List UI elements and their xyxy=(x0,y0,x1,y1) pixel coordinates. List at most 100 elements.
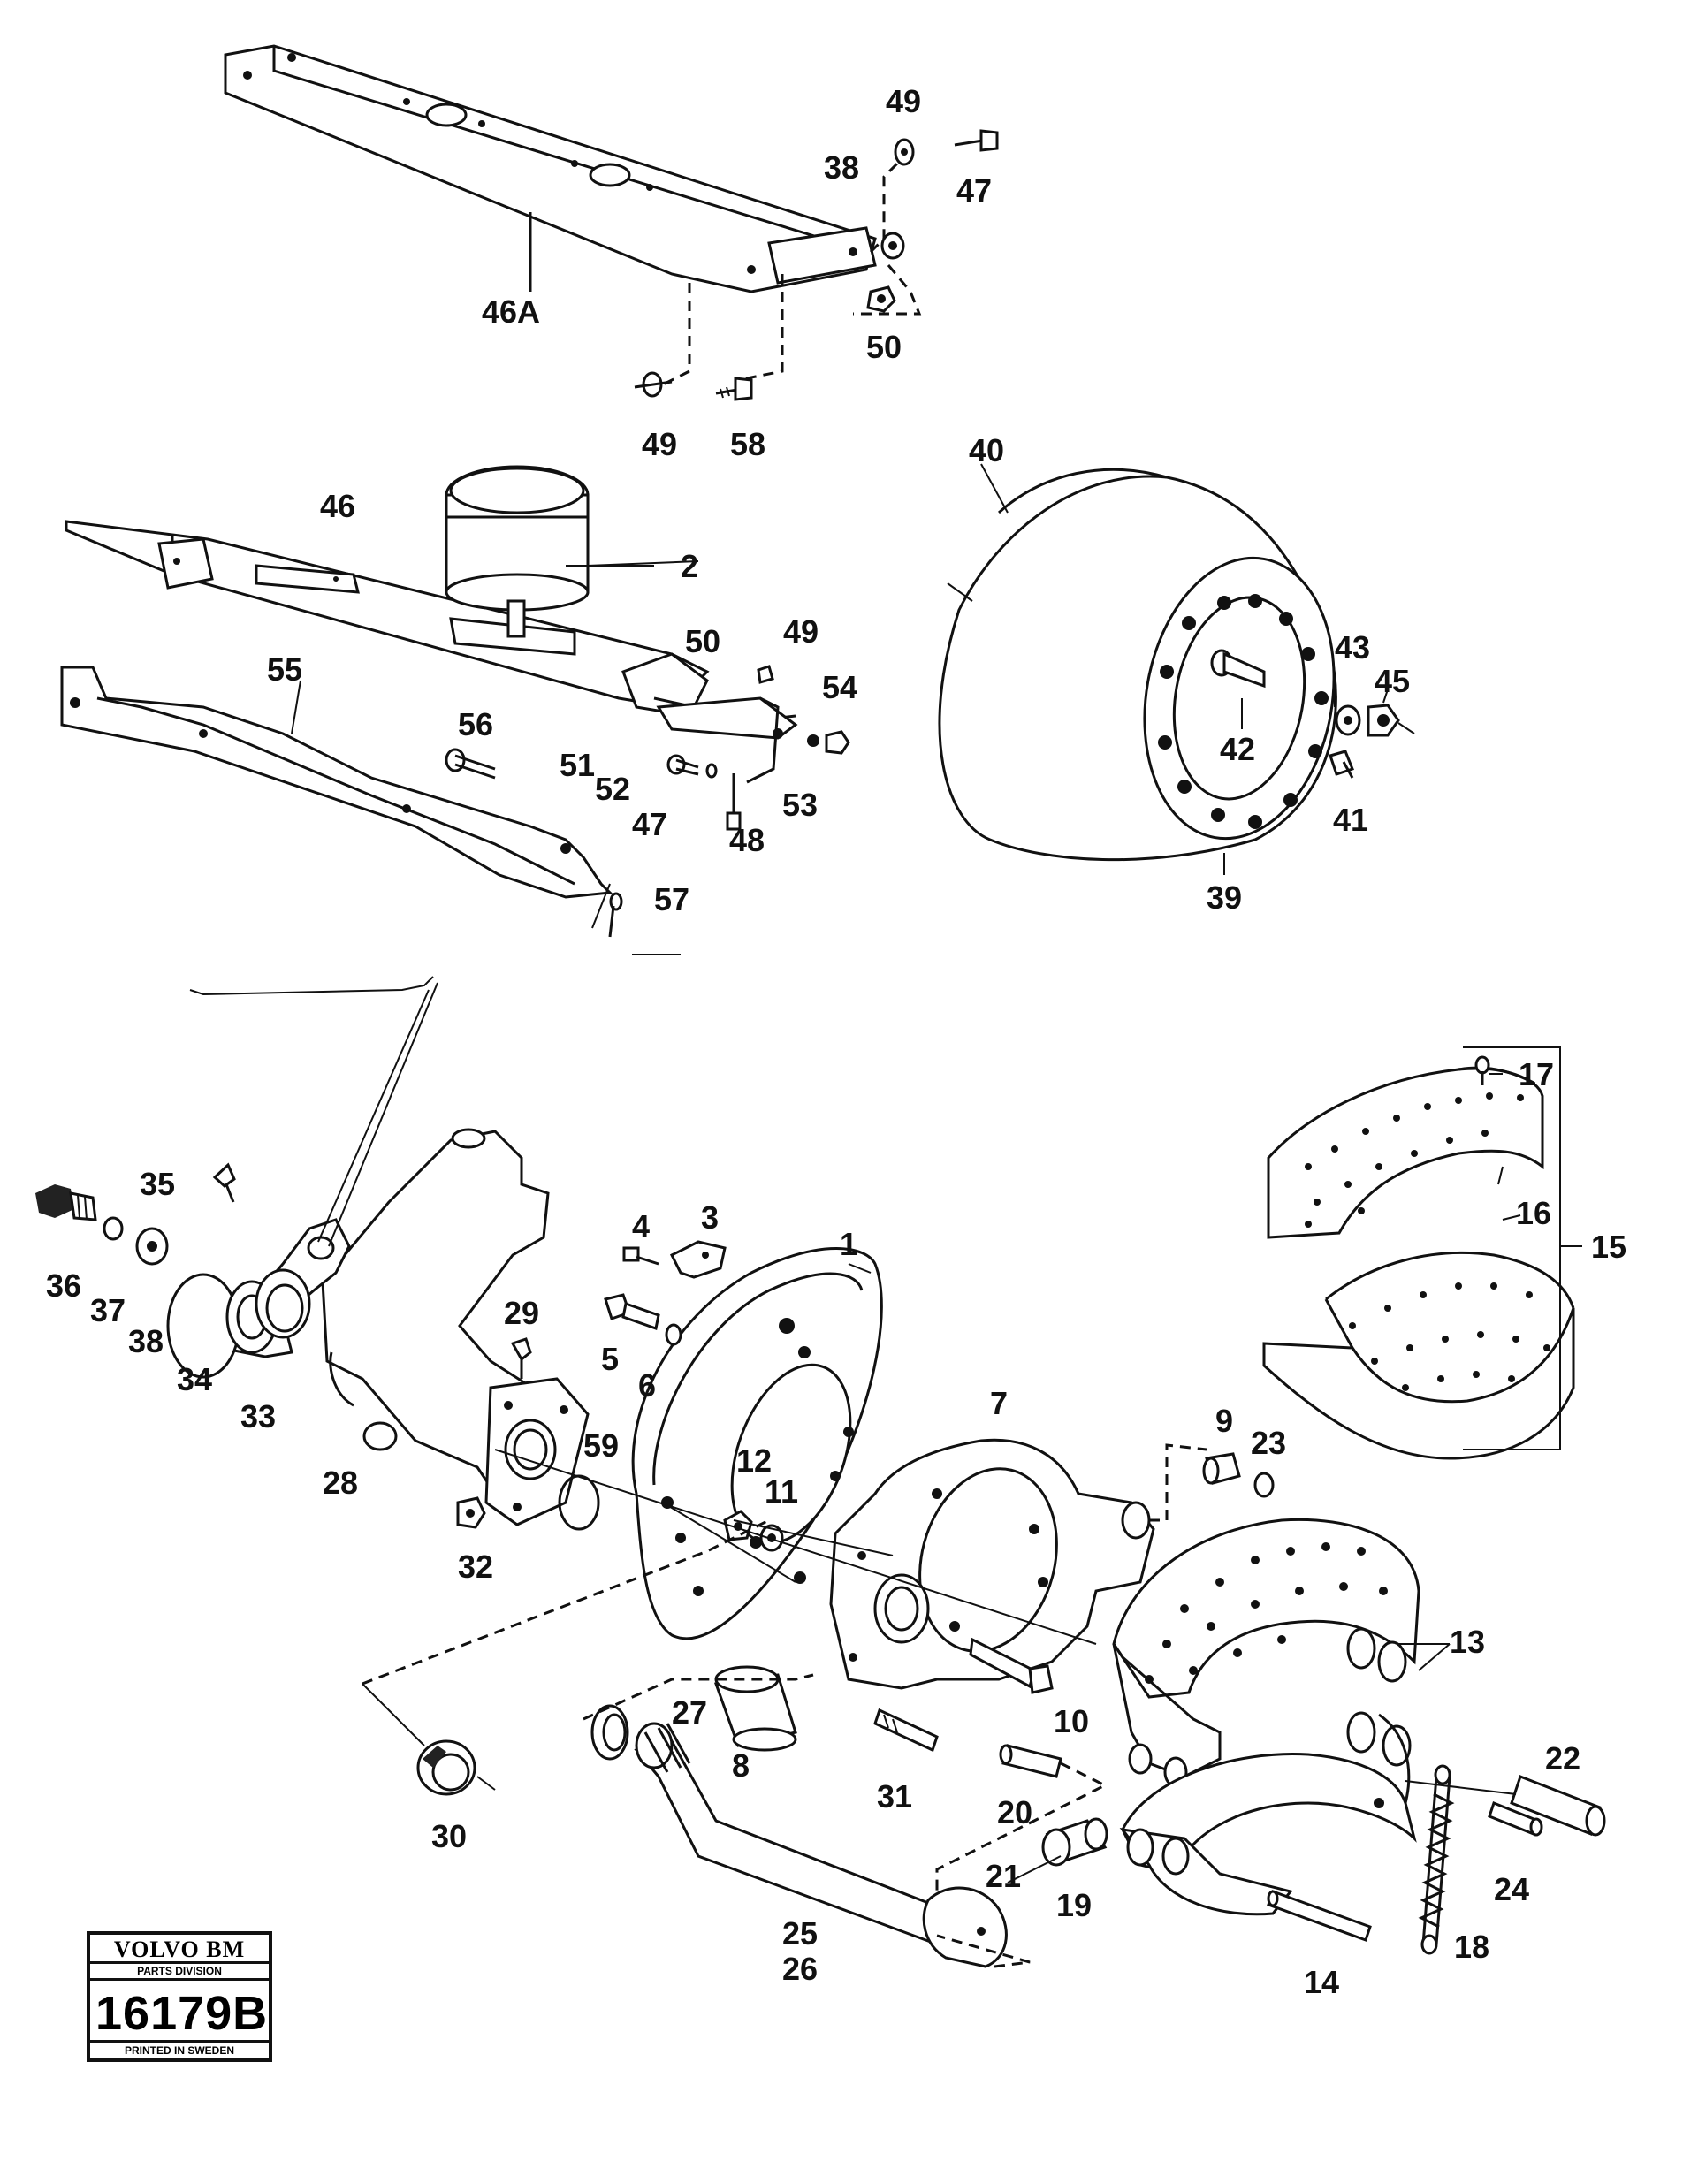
part-label-3: 3 xyxy=(701,1199,720,1236)
plate-3 xyxy=(669,1240,727,1279)
nut-50-top xyxy=(866,285,896,313)
part-label-43: 43 xyxy=(1335,629,1371,666)
part-label-6: 6 xyxy=(638,1367,657,1404)
washer-37 xyxy=(103,1216,124,1241)
nut-54 xyxy=(825,730,850,755)
o-ring-23 xyxy=(1253,1472,1275,1498)
grease-nipple-35 xyxy=(212,1162,236,1203)
pin-14 xyxy=(1267,1890,1372,1942)
part-label-37: 37 xyxy=(90,1292,126,1328)
part-label-11: 11 xyxy=(765,1473,799,1510)
washer-49-bottom xyxy=(634,371,673,398)
seal-27 xyxy=(590,1704,629,1761)
part-label-55: 55 xyxy=(267,651,303,688)
part-label-53: 53 xyxy=(782,787,819,823)
part-label-49: 49 xyxy=(642,426,678,462)
washer-11 xyxy=(759,1524,784,1552)
part-label-31: 31 xyxy=(877,1778,913,1815)
part-label-45: 45 xyxy=(1375,663,1411,699)
part-label-57: 57 xyxy=(654,881,690,917)
part-label-54: 54 xyxy=(822,669,858,705)
washer-49-top xyxy=(894,138,915,166)
part-label-49: 49 xyxy=(886,83,922,119)
grease-nipple-29 xyxy=(510,1337,532,1379)
stud-42 xyxy=(1210,649,1266,689)
part-label-22: 22 xyxy=(1545,1740,1581,1777)
part-label-51: 51 xyxy=(560,747,596,783)
brake-drum-40 xyxy=(938,468,1337,862)
part-label-23: 23 xyxy=(1251,1425,1287,1461)
brake-shoe-13-upper xyxy=(1112,1518,1420,1788)
part-label-41: 41 xyxy=(1333,802,1369,838)
part-label-48: 48 xyxy=(729,822,765,858)
brake-chamber-2 xyxy=(445,465,699,638)
part-label-34: 34 xyxy=(177,1361,213,1397)
part-label-49: 49 xyxy=(783,613,819,650)
nut-32 xyxy=(456,1496,486,1529)
part-label-52: 52 xyxy=(595,771,631,807)
beam-46A xyxy=(224,44,877,293)
pin-20 xyxy=(999,1744,1062,1778)
pin-56 xyxy=(445,748,496,780)
part-label-10: 10 xyxy=(1054,1703,1090,1739)
bolt-36 xyxy=(35,1184,97,1221)
part-label-46: 46 xyxy=(320,488,356,524)
bolt-4 xyxy=(622,1246,659,1266)
part-label-36: 36 xyxy=(46,1267,82,1304)
part-label-16: 16 xyxy=(1516,1195,1552,1231)
lining-holes xyxy=(1305,1092,1550,1391)
stamp-printed: PRINTED IN SWEDEN xyxy=(90,2040,269,2058)
part-label-35: 35 xyxy=(140,1166,176,1202)
beam-55 xyxy=(60,666,613,929)
part-label-27: 27 xyxy=(672,1694,708,1731)
part-label-50: 50 xyxy=(866,329,902,365)
washer-6 xyxy=(665,1323,682,1346)
camshaft-25-26 xyxy=(634,1722,1008,1968)
brake-lining-16-lower xyxy=(1262,1252,1575,1460)
bolt-47-top xyxy=(954,129,999,152)
part-label-5: 5 xyxy=(601,1341,620,1377)
part-label-47: 47 xyxy=(632,806,668,842)
bearing-30 xyxy=(416,1739,496,1796)
pin-31 xyxy=(873,1708,939,1753)
part-label-47: 47 xyxy=(956,172,993,209)
part-label-19: 19 xyxy=(1056,1887,1093,1923)
bolt-51 xyxy=(666,754,699,776)
nut-45 xyxy=(1367,704,1400,737)
washer-38-left xyxy=(135,1227,169,1266)
bolt-10 xyxy=(969,1637,1054,1694)
roller-19 xyxy=(1041,1817,1108,1867)
part-label-4: 4 xyxy=(632,1208,651,1244)
parts-division-stamp: VOLVO BM PARTS DIVISION 16179B PRINTED I… xyxy=(87,1931,272,2062)
bushing-9 xyxy=(1202,1452,1241,1485)
part-label-18: 18 xyxy=(1454,1929,1490,1965)
pin-47-lower xyxy=(726,773,742,831)
part-label-8: 8 xyxy=(732,1747,750,1784)
stamp-code: 16179B xyxy=(95,1987,269,2040)
part-label-9: 9 xyxy=(1215,1403,1234,1439)
bracket-28 xyxy=(321,1128,590,1526)
part-label-7: 7 xyxy=(990,1385,1009,1421)
part-label-38: 38 xyxy=(824,149,860,186)
bolt-58 xyxy=(715,377,753,401)
washer-52 xyxy=(705,763,718,779)
stamp-brand: VOLVO BM xyxy=(113,1937,246,1962)
part-label-33: 33 xyxy=(240,1398,277,1434)
pin-24 xyxy=(1488,1801,1543,1837)
part-label-29: 29 xyxy=(504,1295,540,1331)
part-label-58: 58 xyxy=(730,426,766,462)
part-label-21: 21 xyxy=(986,1858,1022,1894)
bushing-8 xyxy=(713,1665,797,1752)
part-label-40: 40 xyxy=(969,432,1005,468)
bolt-5 xyxy=(604,1293,660,1330)
part-label-24: 24 xyxy=(1494,1871,1530,1907)
washer-53 xyxy=(807,734,819,747)
stamp-division: PARTS DIVISION xyxy=(90,1961,269,1981)
part-label-28: 28 xyxy=(323,1465,359,1501)
part-label-14: 14 xyxy=(1304,1964,1340,2000)
part-label-32: 32 xyxy=(458,1549,494,1585)
part-label-25: 25 xyxy=(782,1915,819,1952)
nut-50-mid xyxy=(757,665,774,684)
part-label-12: 12 xyxy=(736,1442,773,1479)
